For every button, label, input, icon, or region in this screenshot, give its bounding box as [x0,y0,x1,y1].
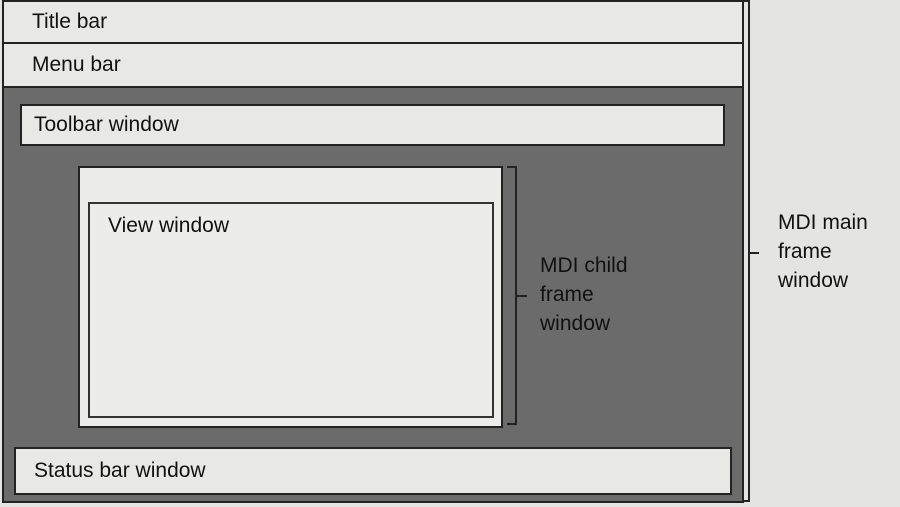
label-line: frame [778,240,832,263]
label-line: frame [540,283,594,306]
view-window-label: View window [108,214,230,237]
label-line: window [778,269,849,292]
toolbar-window: Toolbar window [20,104,725,146]
label-line: MDI child [540,254,628,277]
main-bracket [744,0,750,502]
child-bracket-tick [517,295,527,297]
mdi-main-label: MDI main frame window [778,208,868,295]
title-bar: Title bar [2,0,744,44]
menu-bar: Menu bar [2,42,744,88]
view-window: View window [88,202,494,418]
mdi-child-label: MDI child frame window [540,251,628,338]
main-bracket-tick [750,252,759,254]
label-line: MDI main [778,211,868,234]
label-line: window [540,312,611,335]
status-bar-window: Status bar window [14,447,732,495]
child-bracket [507,166,517,425]
